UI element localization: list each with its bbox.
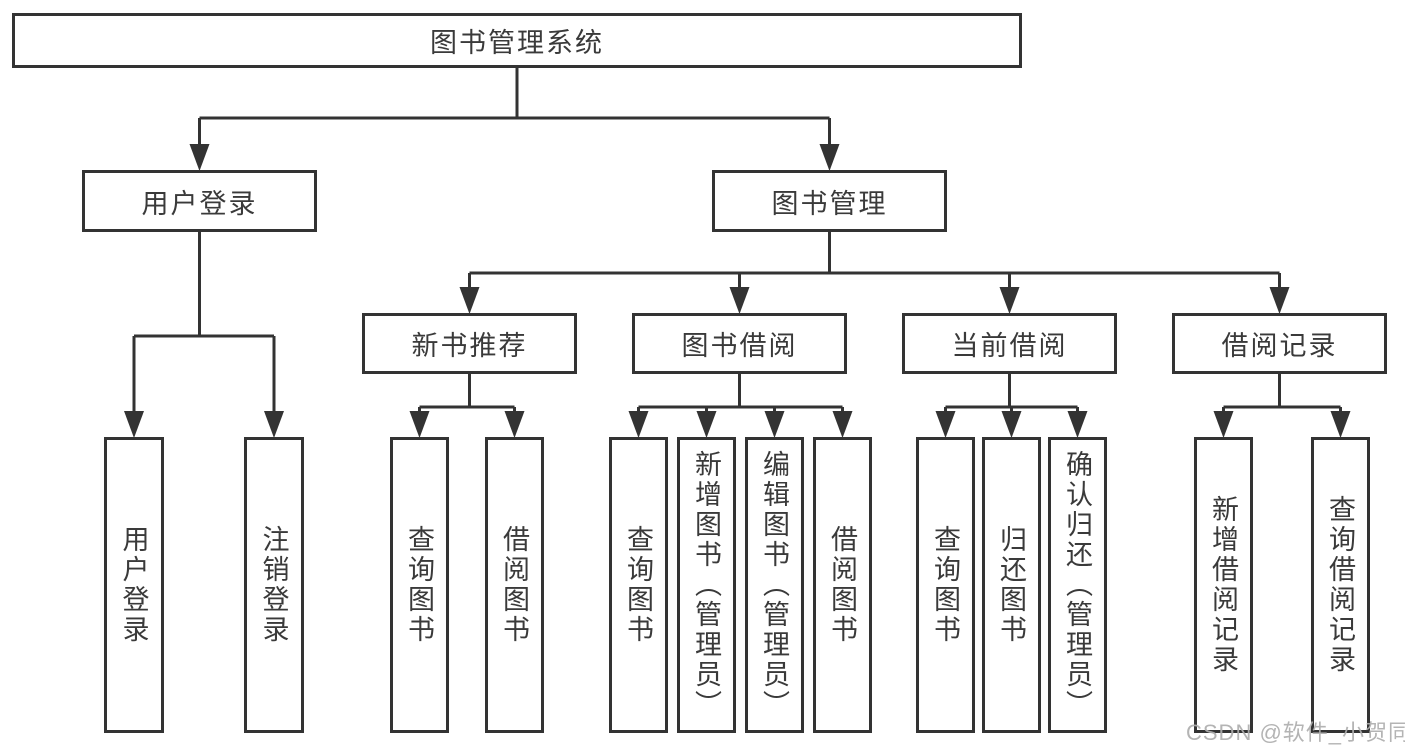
arrowhead-icon <box>696 411 717 438</box>
connector-root <box>198 68 831 149</box>
node-book-mgmt: 图书管理 <box>712 170 947 232</box>
node-label-cb-confirm: 确认归还（管理员） <box>1062 450 1092 720</box>
arrowhead-icon <box>1269 287 1290 314</box>
node-br-add: 新增借阅记录 <box>1194 437 1253 733</box>
node-borrow-records: 借阅记录 <box>1172 313 1387 374</box>
node-login-op: 用户登录 <box>104 437 164 733</box>
node-label-borrow-records: 借阅记录 <box>1221 331 1338 361</box>
node-label-bb-query: 查询图书 <box>623 525 653 645</box>
node-label-cb-return: 归还图书 <box>996 525 1026 645</box>
node-label-book-borrow: 图书借阅 <box>681 331 798 361</box>
node-cb-query: 查询图书 <box>916 437 975 733</box>
arrowhead-icon <box>459 287 480 314</box>
node-label-logout-op: 注销登录 <box>258 525 289 645</box>
node-label-user-login: 用户登录 <box>141 188 258 219</box>
node-cb-return: 归还图书 <box>982 437 1041 733</box>
node-nb-borrow: 借阅图书 <box>485 437 544 733</box>
node-label-bb-add: 新增图书（管理员） <box>691 450 721 720</box>
arrowhead-icon <box>1001 411 1022 438</box>
arrowhead-icon <box>124 411 144 438</box>
node-label-br-query: 查询借阅记录 <box>1325 495 1355 675</box>
node-root: 图书管理系统 <box>12 13 1022 68</box>
node-label-root: 图书管理系统 <box>430 28 604 58</box>
arrowhead-icon <box>1067 411 1088 438</box>
node-label-bb-borrow: 借阅图书 <box>827 525 857 645</box>
connector-new-books <box>418 374 516 416</box>
arrowhead-icon <box>409 411 430 438</box>
connector-book-borrow <box>637 374 844 416</box>
node-nb-query: 查询图书 <box>390 437 449 733</box>
arrowhead-icon <box>999 287 1020 314</box>
node-bb-add: 新增图书（管理员） <box>677 437 736 733</box>
node-label-nb-query: 查询图书 <box>404 525 434 645</box>
node-label-br-add: 新增借阅记录 <box>1208 495 1238 675</box>
connector-borrow-records <box>1222 374 1342 416</box>
node-label-book-mgmt: 图书管理 <box>771 188 888 219</box>
arrowhead-icon <box>819 144 840 171</box>
arrowhead-icon <box>764 411 785 438</box>
connector-current-borrow <box>944 374 1079 416</box>
node-current-borrow: 当前借阅 <box>902 313 1117 374</box>
arrowhead-icon <box>832 411 853 438</box>
node-user-login: 用户登录 <box>82 170 317 232</box>
node-label-new-books: 新书推荐 <box>411 331 528 361</box>
arrowhead-icon <box>1213 411 1234 438</box>
node-cb-confirm: 确认归还（管理员） <box>1048 437 1107 733</box>
csdn-watermark: CSDN @软件_小贺同学 <box>1186 720 1405 745</box>
node-bb-edit: 编辑图书（管理员） <box>745 437 804 733</box>
arrowhead-icon <box>189 144 210 171</box>
node-label-current-borrow: 当前借阅 <box>951 331 1068 361</box>
connector-user-login <box>132 232 276 416</box>
arrowhead-icon <box>729 287 750 314</box>
arrowhead-icon <box>1330 411 1351 438</box>
node-bb-query: 查询图书 <box>609 437 668 733</box>
node-label-bb-edit: 编辑图书（管理员） <box>759 450 789 720</box>
arrowhead-icon <box>935 411 956 438</box>
arrowhead-icon <box>504 411 525 438</box>
node-logout-op: 注销登录 <box>244 437 304 733</box>
node-book-borrow: 图书借阅 <box>632 313 847 374</box>
node-label-nb-borrow: 借阅图书 <box>499 525 529 645</box>
arrowhead-icon <box>264 411 284 438</box>
node-br-query: 查询借阅记录 <box>1311 437 1370 733</box>
node-label-login-op: 用户登录 <box>118 525 149 645</box>
arrowhead-icon <box>628 411 649 438</box>
node-new-books: 新书推荐 <box>362 313 577 374</box>
node-bb-borrow: 借阅图书 <box>813 437 872 733</box>
node-label-cb-query: 查询图书 <box>930 525 960 645</box>
connector-book-mgmt <box>468 232 1281 292</box>
